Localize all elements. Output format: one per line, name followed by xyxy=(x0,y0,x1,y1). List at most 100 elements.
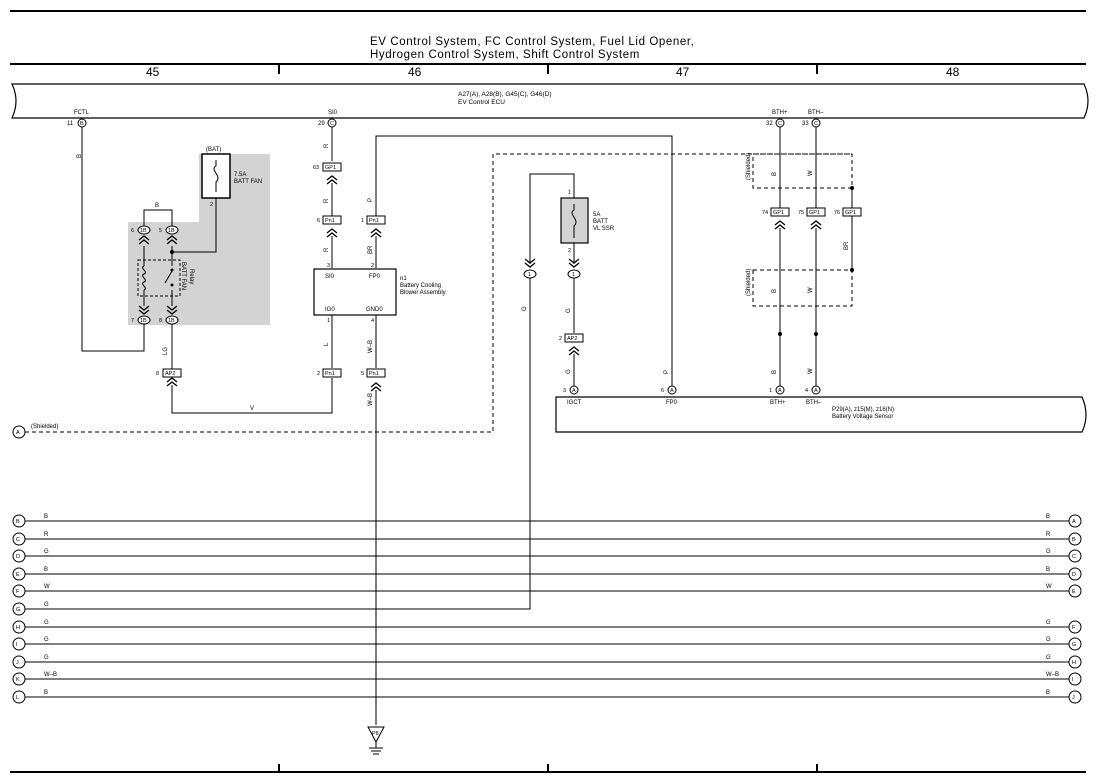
left-connector-letter: I xyxy=(16,642,18,648)
relay-name2: Relay xyxy=(188,269,194,284)
svg-text:4: 4 xyxy=(371,318,374,324)
wire-color-w-bthm-1: W xyxy=(808,170,814,176)
svg-text:A: A xyxy=(16,430,20,436)
svg-text:AP2: AP2 xyxy=(567,336,577,342)
wire-color-g-1: G xyxy=(522,306,528,311)
right-bus-wire-color: G xyxy=(1046,637,1051,643)
column-47: 47 xyxy=(676,65,690,79)
wire-color-g-2: G xyxy=(566,308,572,313)
sensor-pin-4 xyxy=(811,385,821,395)
svg-text:BTH–: BTH– xyxy=(806,400,822,406)
ecu-pin-bthm-conn: C xyxy=(814,121,818,127)
blower-assembly xyxy=(313,268,397,316)
svg-text:Pn1: Pn1 xyxy=(325,371,335,377)
connector-pn1-6 xyxy=(322,215,342,225)
svg-text:GP1: GP1 xyxy=(809,210,820,216)
blower-name2: Blower Assembly xyxy=(400,290,446,296)
connector-pn1-5-pin: 5 xyxy=(361,371,364,377)
right-bus-wire-color: G xyxy=(1046,549,1051,555)
right-bus-wire-color: B xyxy=(1046,690,1050,696)
left-bus-wire-color: G xyxy=(44,549,49,555)
wire-color-b-bthp-1: B xyxy=(772,172,778,176)
left-connector-g xyxy=(12,602,26,616)
relay-terminal-6 xyxy=(137,225,151,235)
svg-text:IG0: IG0 xyxy=(325,307,335,313)
connector-gp1-74-pin: 74 xyxy=(762,210,768,216)
wire-color-r-1: R xyxy=(324,143,330,148)
left-connector-letter: B xyxy=(16,519,20,525)
svg-text:A: A xyxy=(670,388,674,394)
shield-box-upper xyxy=(752,153,853,189)
shield-box-lower xyxy=(752,269,853,307)
wire-color-p-2: P xyxy=(664,370,670,374)
left-connector-letter: H xyxy=(16,625,20,631)
svg-text:6: 6 xyxy=(661,388,664,394)
right-bus-wire-color: B xyxy=(1046,514,1050,520)
right-bus-wire-color: G xyxy=(1046,655,1051,661)
right-connector-letter: G xyxy=(1072,642,1076,648)
ecu-pin-bthp-name: BTH+ xyxy=(772,110,788,116)
diagram-title-line1: EV Control System, FC Control System, Fu… xyxy=(370,36,694,48)
fuse-batt-fan-pin: 2 xyxy=(210,202,213,208)
ev-control-ecu: A27(A), A28(B), G45(C), G46(D) EV Contro… xyxy=(11,83,1089,119)
right-connector-letter: J xyxy=(1072,695,1075,701)
wire-color-r-3: R xyxy=(324,247,330,252)
svg-text:FP0: FP0 xyxy=(369,274,381,280)
right-bus-wire-color: R xyxy=(1046,532,1051,538)
svg-text:IGCT: IGCT xyxy=(567,400,582,406)
connector-gp1-63 xyxy=(322,162,342,172)
relay-box xyxy=(137,259,181,297)
ecu-name: EV Control ECU xyxy=(458,99,505,106)
relay-shaded-area xyxy=(128,154,270,325)
fuse-vl-ssr-symbol xyxy=(571,204,577,238)
blower-name1: Battery Cooling xyxy=(400,283,441,289)
connector-pn1-5 xyxy=(366,368,386,378)
ecu-pin-bthp-conn: C xyxy=(778,121,782,127)
svg-text:FP0: FP0 xyxy=(666,400,678,406)
left-bus-wire-color: W–B xyxy=(44,672,57,678)
wire-color-lg: LG xyxy=(163,347,169,355)
ecu-pin-si0-name: SI0 xyxy=(328,110,338,116)
relay-terminal-7-conn: 1B xyxy=(140,318,147,324)
relay-terminal-6-conn: 1B xyxy=(140,228,147,234)
right-connector-letter: H xyxy=(1072,660,1076,666)
sensor-part-codes: P29(A), z15(M), z16(N) xyxy=(832,407,894,413)
ecu-pin-fctl-conn: B xyxy=(80,121,84,127)
svg-text:SI0: SI0 xyxy=(325,274,335,280)
svg-text:4: 4 xyxy=(805,388,808,394)
sensor-pin-1 xyxy=(775,385,785,395)
svg-text:1: 1 xyxy=(572,272,575,278)
left-bus-wire-color: B xyxy=(44,690,48,696)
connector-ap2-right xyxy=(564,333,584,343)
left-connector-letter: G xyxy=(16,607,20,613)
connector-ap2-left-pin: 8 xyxy=(156,371,159,377)
svg-text:Pn1: Pn1 xyxy=(369,218,379,224)
wire-color-b-relay-top: B xyxy=(155,203,159,209)
sensor-pin-6 xyxy=(667,385,677,395)
relay-name: BATT FAN xyxy=(180,262,186,290)
left-bus-wire-color: G xyxy=(44,602,49,608)
right-connector-b xyxy=(1068,532,1082,546)
wire-color-wb-1: W–B xyxy=(368,340,374,353)
column-48: 48 xyxy=(946,65,960,79)
left-bus-wire-color: R xyxy=(44,532,49,538)
connector-pn1-1 xyxy=(366,215,386,225)
blower-id: n1 xyxy=(400,276,407,282)
wire-color-br-2: BR xyxy=(844,241,850,250)
left-bus-wire-color: B xyxy=(44,514,48,520)
right-bus-wire-color: B xyxy=(1046,567,1050,573)
connector-gp1-75-pin: 75 xyxy=(798,210,804,216)
right-connector-j xyxy=(1068,690,1082,704)
right-connector-letter: D xyxy=(1072,572,1076,578)
svg-text:2: 2 xyxy=(371,263,374,269)
wire-color-br-1: BR xyxy=(368,245,374,254)
connector-ap2-left-label: AP2 xyxy=(165,371,175,377)
relay-terminal-6-num: 6 xyxy=(131,228,134,234)
svg-text:1: 1 xyxy=(528,272,531,278)
connector-pn1-2 xyxy=(322,368,342,378)
wire-color-b-bthp-3: B xyxy=(772,370,778,374)
right-bus-wire-color: W–B xyxy=(1046,672,1059,678)
battery-voltage-sensor xyxy=(555,396,1087,433)
